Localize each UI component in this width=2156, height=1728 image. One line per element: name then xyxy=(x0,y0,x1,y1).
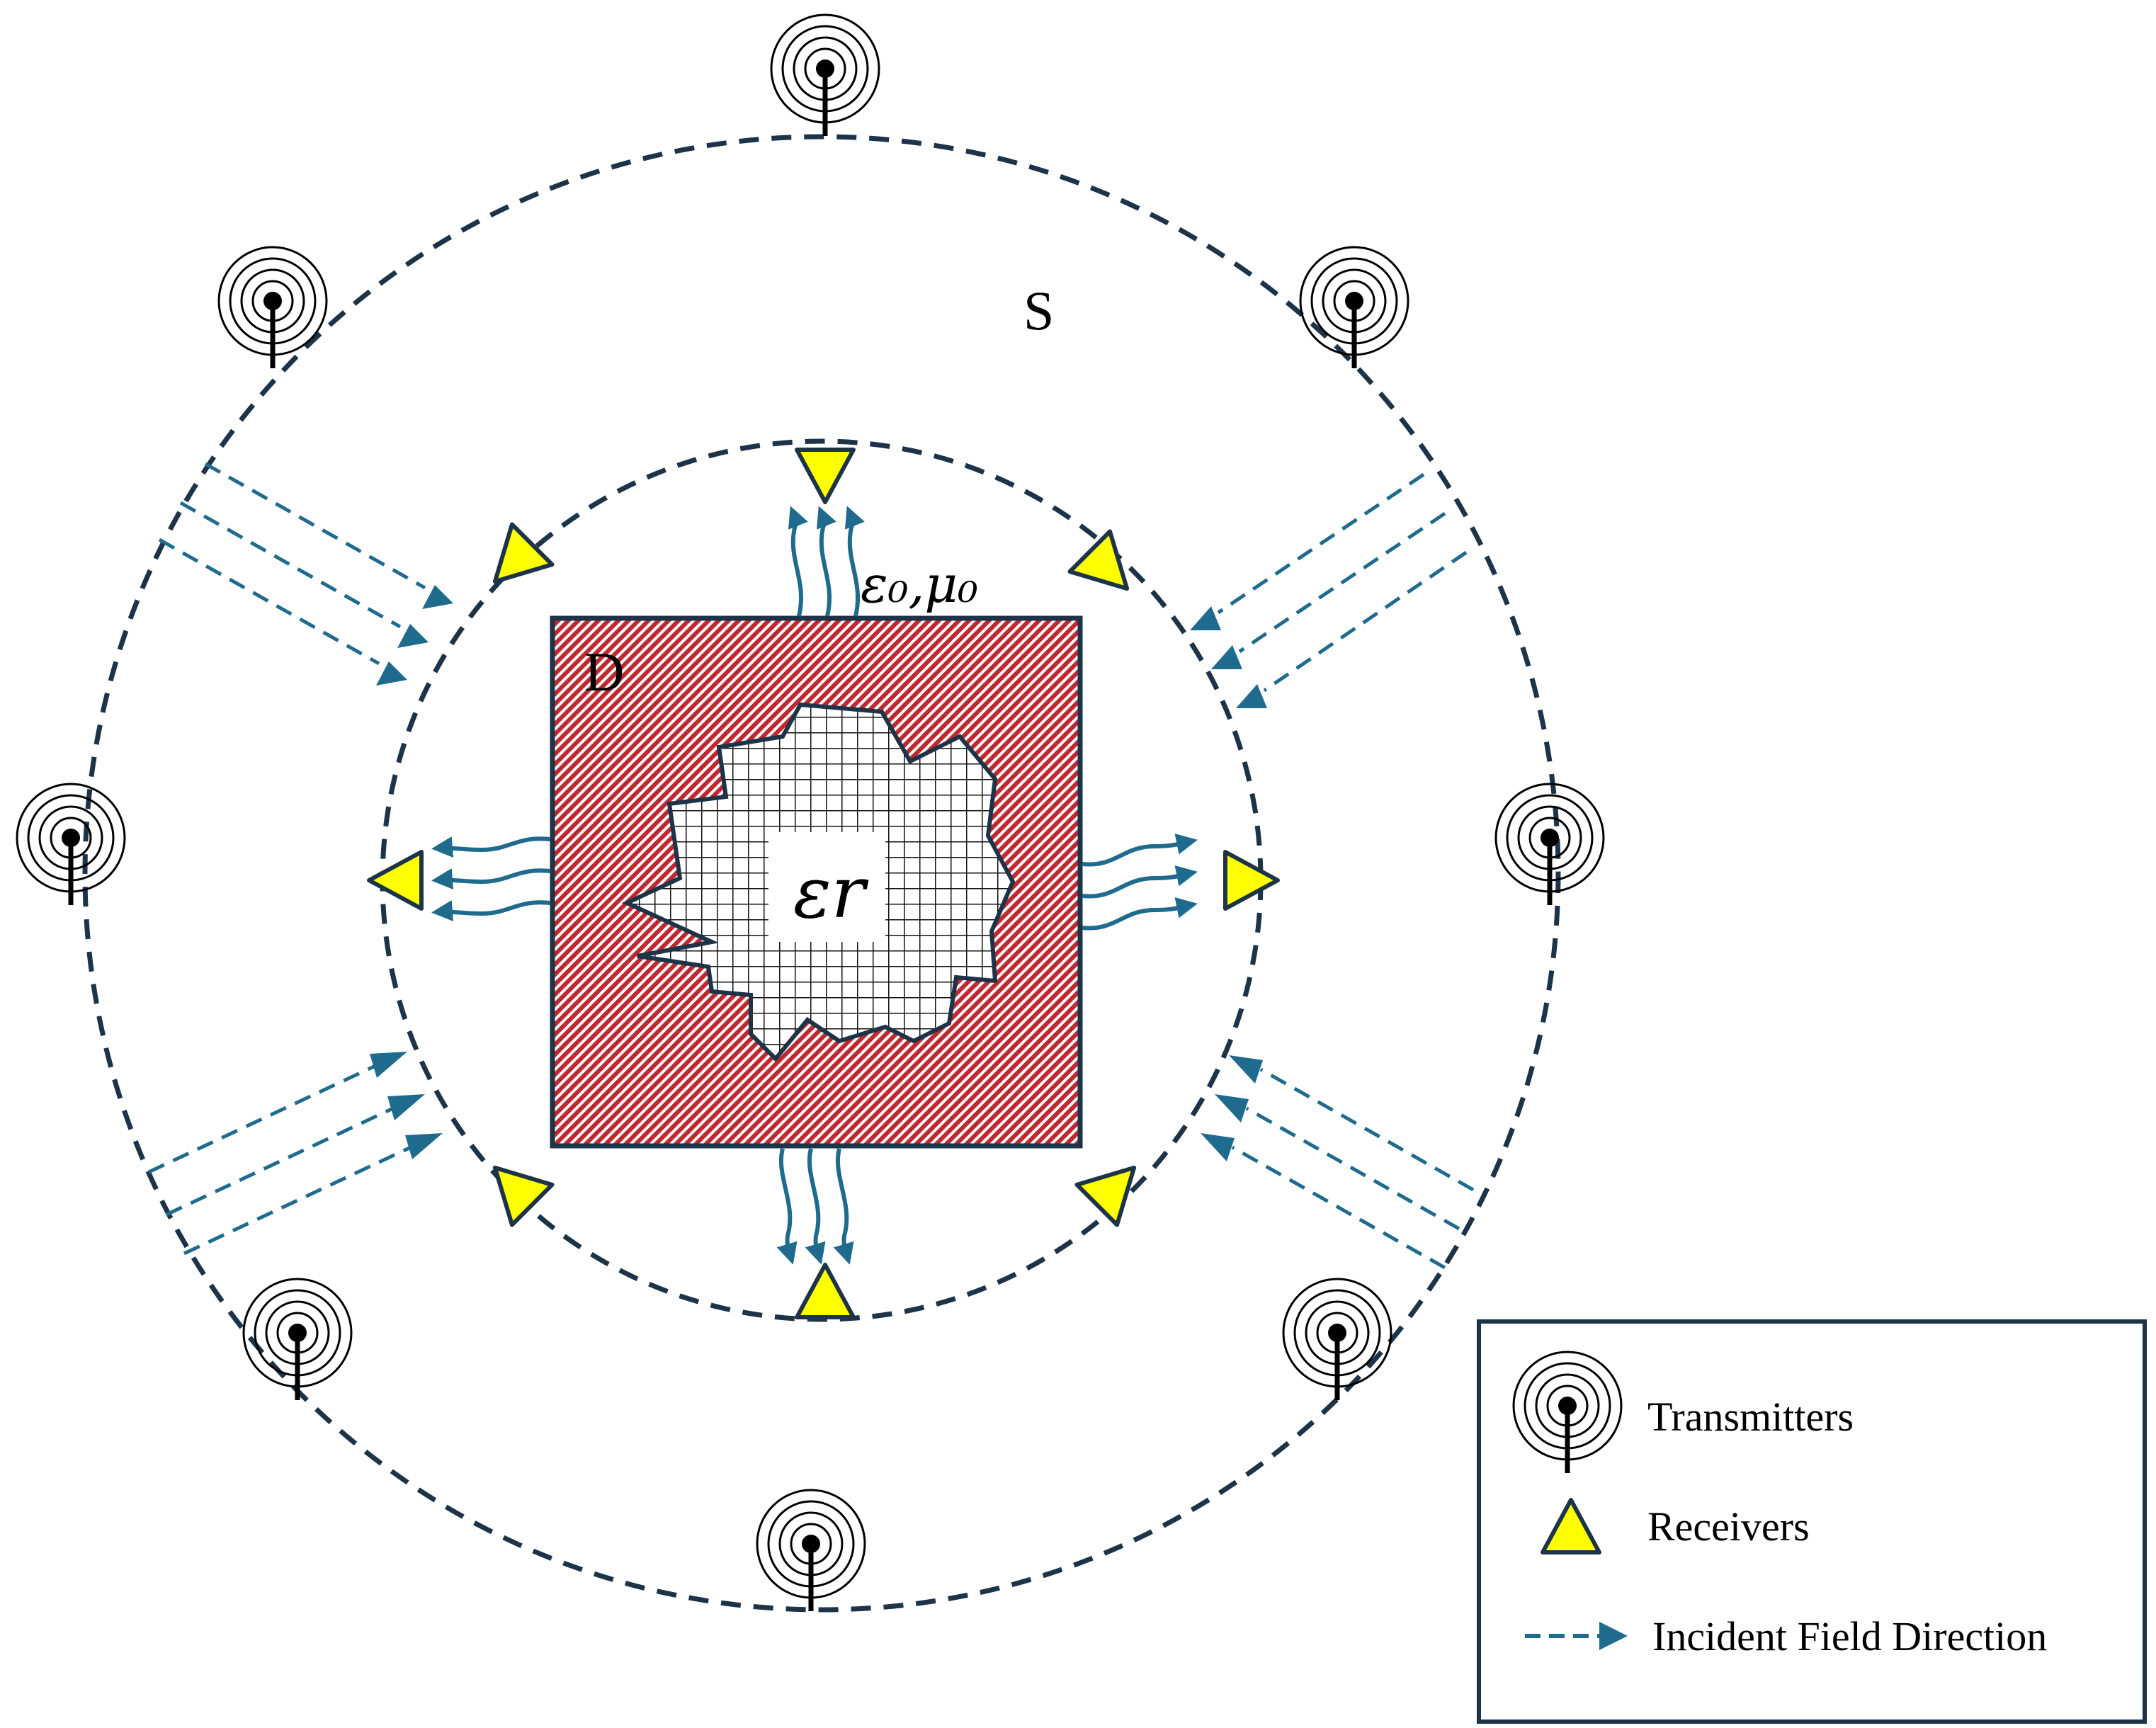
arrowhead-icon xyxy=(1236,684,1267,708)
receiver-icon xyxy=(369,852,421,909)
scattered-field-arrows-top xyxy=(788,506,865,617)
arrowhead-icon xyxy=(370,1052,407,1078)
transmitter-antenna-icon xyxy=(1496,784,1604,905)
legend-receivers-label: Receivers xyxy=(1647,1504,1810,1550)
receiver-icon xyxy=(475,1148,552,1225)
arrowhead-icon xyxy=(1229,1055,1263,1084)
arrowhead-icon xyxy=(1215,1094,1249,1122)
arrowhead-icon xyxy=(397,624,429,648)
receiver-icon xyxy=(797,450,853,502)
arrowhead-icon xyxy=(422,585,453,609)
legend: Transmitters Receivers Incident Field Di… xyxy=(1477,1319,2147,1724)
region-d-label: D xyxy=(584,641,624,703)
transmitter-antenna-icon xyxy=(219,247,327,368)
receiver-icon xyxy=(1077,1148,1154,1225)
scattered-field-arrows-bottom xyxy=(776,1148,854,1265)
receiver-icon xyxy=(797,1265,853,1317)
legend-box xyxy=(1477,1319,2147,1724)
transmitter-antenna-icon xyxy=(1300,247,1408,368)
arrowhead-icon xyxy=(1190,606,1221,630)
receiver-icon xyxy=(1225,852,1278,909)
arrowhead-icon xyxy=(376,661,407,686)
arrowhead-icon xyxy=(1201,1133,1235,1161)
legend-arrowhead-icon xyxy=(1599,1622,1628,1650)
legend-incident-label: Incident Field Direction xyxy=(1652,1613,2047,1659)
scatterer-center-patch xyxy=(768,832,885,942)
outer-boundary-circle xyxy=(82,134,1561,1613)
background-medium-label: ε₀,μ₀ xyxy=(861,555,978,614)
transmitter-antenna-icon xyxy=(17,784,125,905)
receiver-icon xyxy=(475,525,552,602)
scattered-field-arrows-left xyxy=(431,836,551,922)
arrowhead-icon xyxy=(387,1094,425,1120)
region-s-label: S xyxy=(1023,280,1054,341)
incident-field-upper-right xyxy=(1217,472,1468,693)
scattered-field-arrows-right xyxy=(1082,834,1198,931)
legend-transmitters-label: Transmitters xyxy=(1647,1394,1854,1440)
arrowhead-icon xyxy=(405,1133,443,1159)
arrowhead-icon xyxy=(1211,645,1242,669)
incident-arrowheads xyxy=(370,585,1267,1161)
incident-field-upper-left xyxy=(158,462,426,666)
transmitter-antenna-icon xyxy=(244,1279,351,1400)
incident-field-lower-left xyxy=(147,1064,412,1256)
transmitter-antenna-icon xyxy=(771,15,879,136)
transmitter-antenna-icon xyxy=(1283,1279,1391,1400)
transmitter-antenna-icon xyxy=(757,1490,865,1611)
incident-field-lower-right xyxy=(1231,1067,1475,1270)
scatterer-permittivity-label: εr xyxy=(793,851,869,934)
